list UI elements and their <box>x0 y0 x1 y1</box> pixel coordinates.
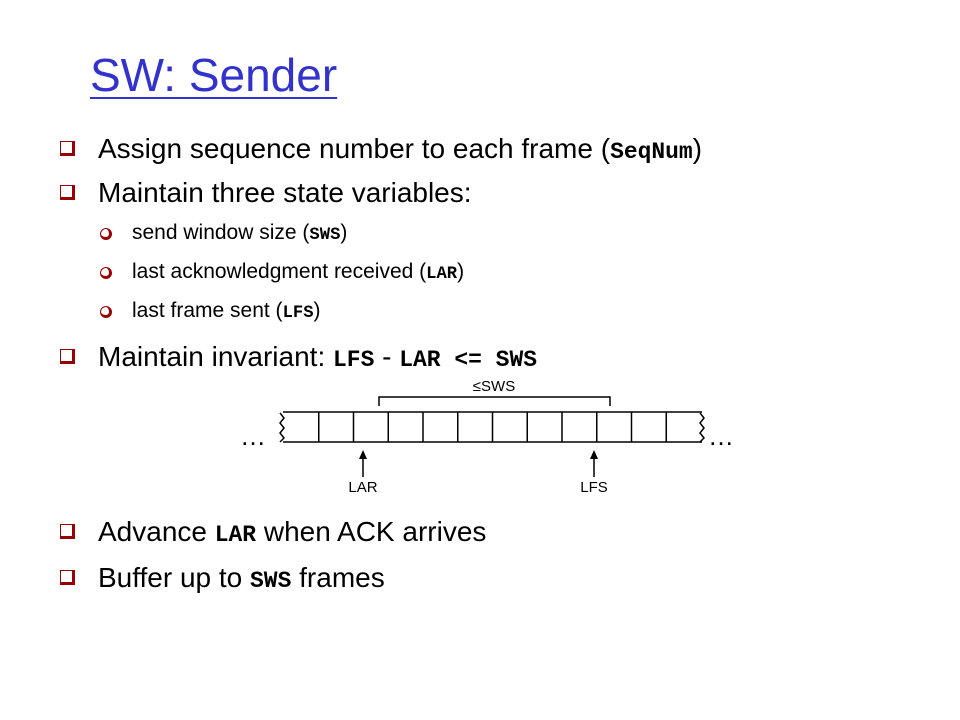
bullet-text: Buffer up to SWS frames <box>98 562 385 594</box>
right-ellipsis: … <box>708 421 734 451</box>
bullet-text: Maintain invariant: LFS - LAR <= SWS <box>98 341 537 373</box>
lfs-label: LFS <box>580 479 608 496</box>
frame-strip <box>279 411 706 443</box>
round-bullet-icon <box>100 267 112 279</box>
square-bullet-icon <box>60 185 75 200</box>
window-bracket <box>378 396 611 406</box>
sub-bullet-text: send window size (SWS) <box>132 221 348 245</box>
bullet-text: Advance LAR when ACK arrives <box>98 516 487 548</box>
sliding-window-diagram: ≤SWS … … LAR LFS <box>240 378 734 496</box>
lar-label: LAR <box>348 479 377 496</box>
lfs-arrowhead <box>590 450 598 459</box>
bullet-text: Assign sequence number to each frame (Se… <box>98 133 703 165</box>
round-bullet-icon <box>100 228 112 240</box>
right-break-mark <box>699 412 706 443</box>
square-bullet-icon <box>60 141 75 156</box>
round-bullet-icon <box>100 306 112 318</box>
window-size-label: ≤SWS <box>473 378 515 395</box>
left-break-mark <box>279 412 286 443</box>
sub-bullet-text: last frame sent (LFS) <box>132 299 321 323</box>
lar-arrowhead <box>359 450 367 459</box>
bullet-text: Maintain three state variables: <box>98 177 472 208</box>
sub-bullet-text: last acknowledgment received (LAR) <box>132 260 465 284</box>
square-bullet-icon <box>60 349 75 364</box>
slide-title: SW: Sender <box>90 49 338 101</box>
left-ellipsis: … <box>240 421 266 451</box>
square-bullet-icon <box>60 570 75 585</box>
square-bullet-icon <box>60 524 75 539</box>
